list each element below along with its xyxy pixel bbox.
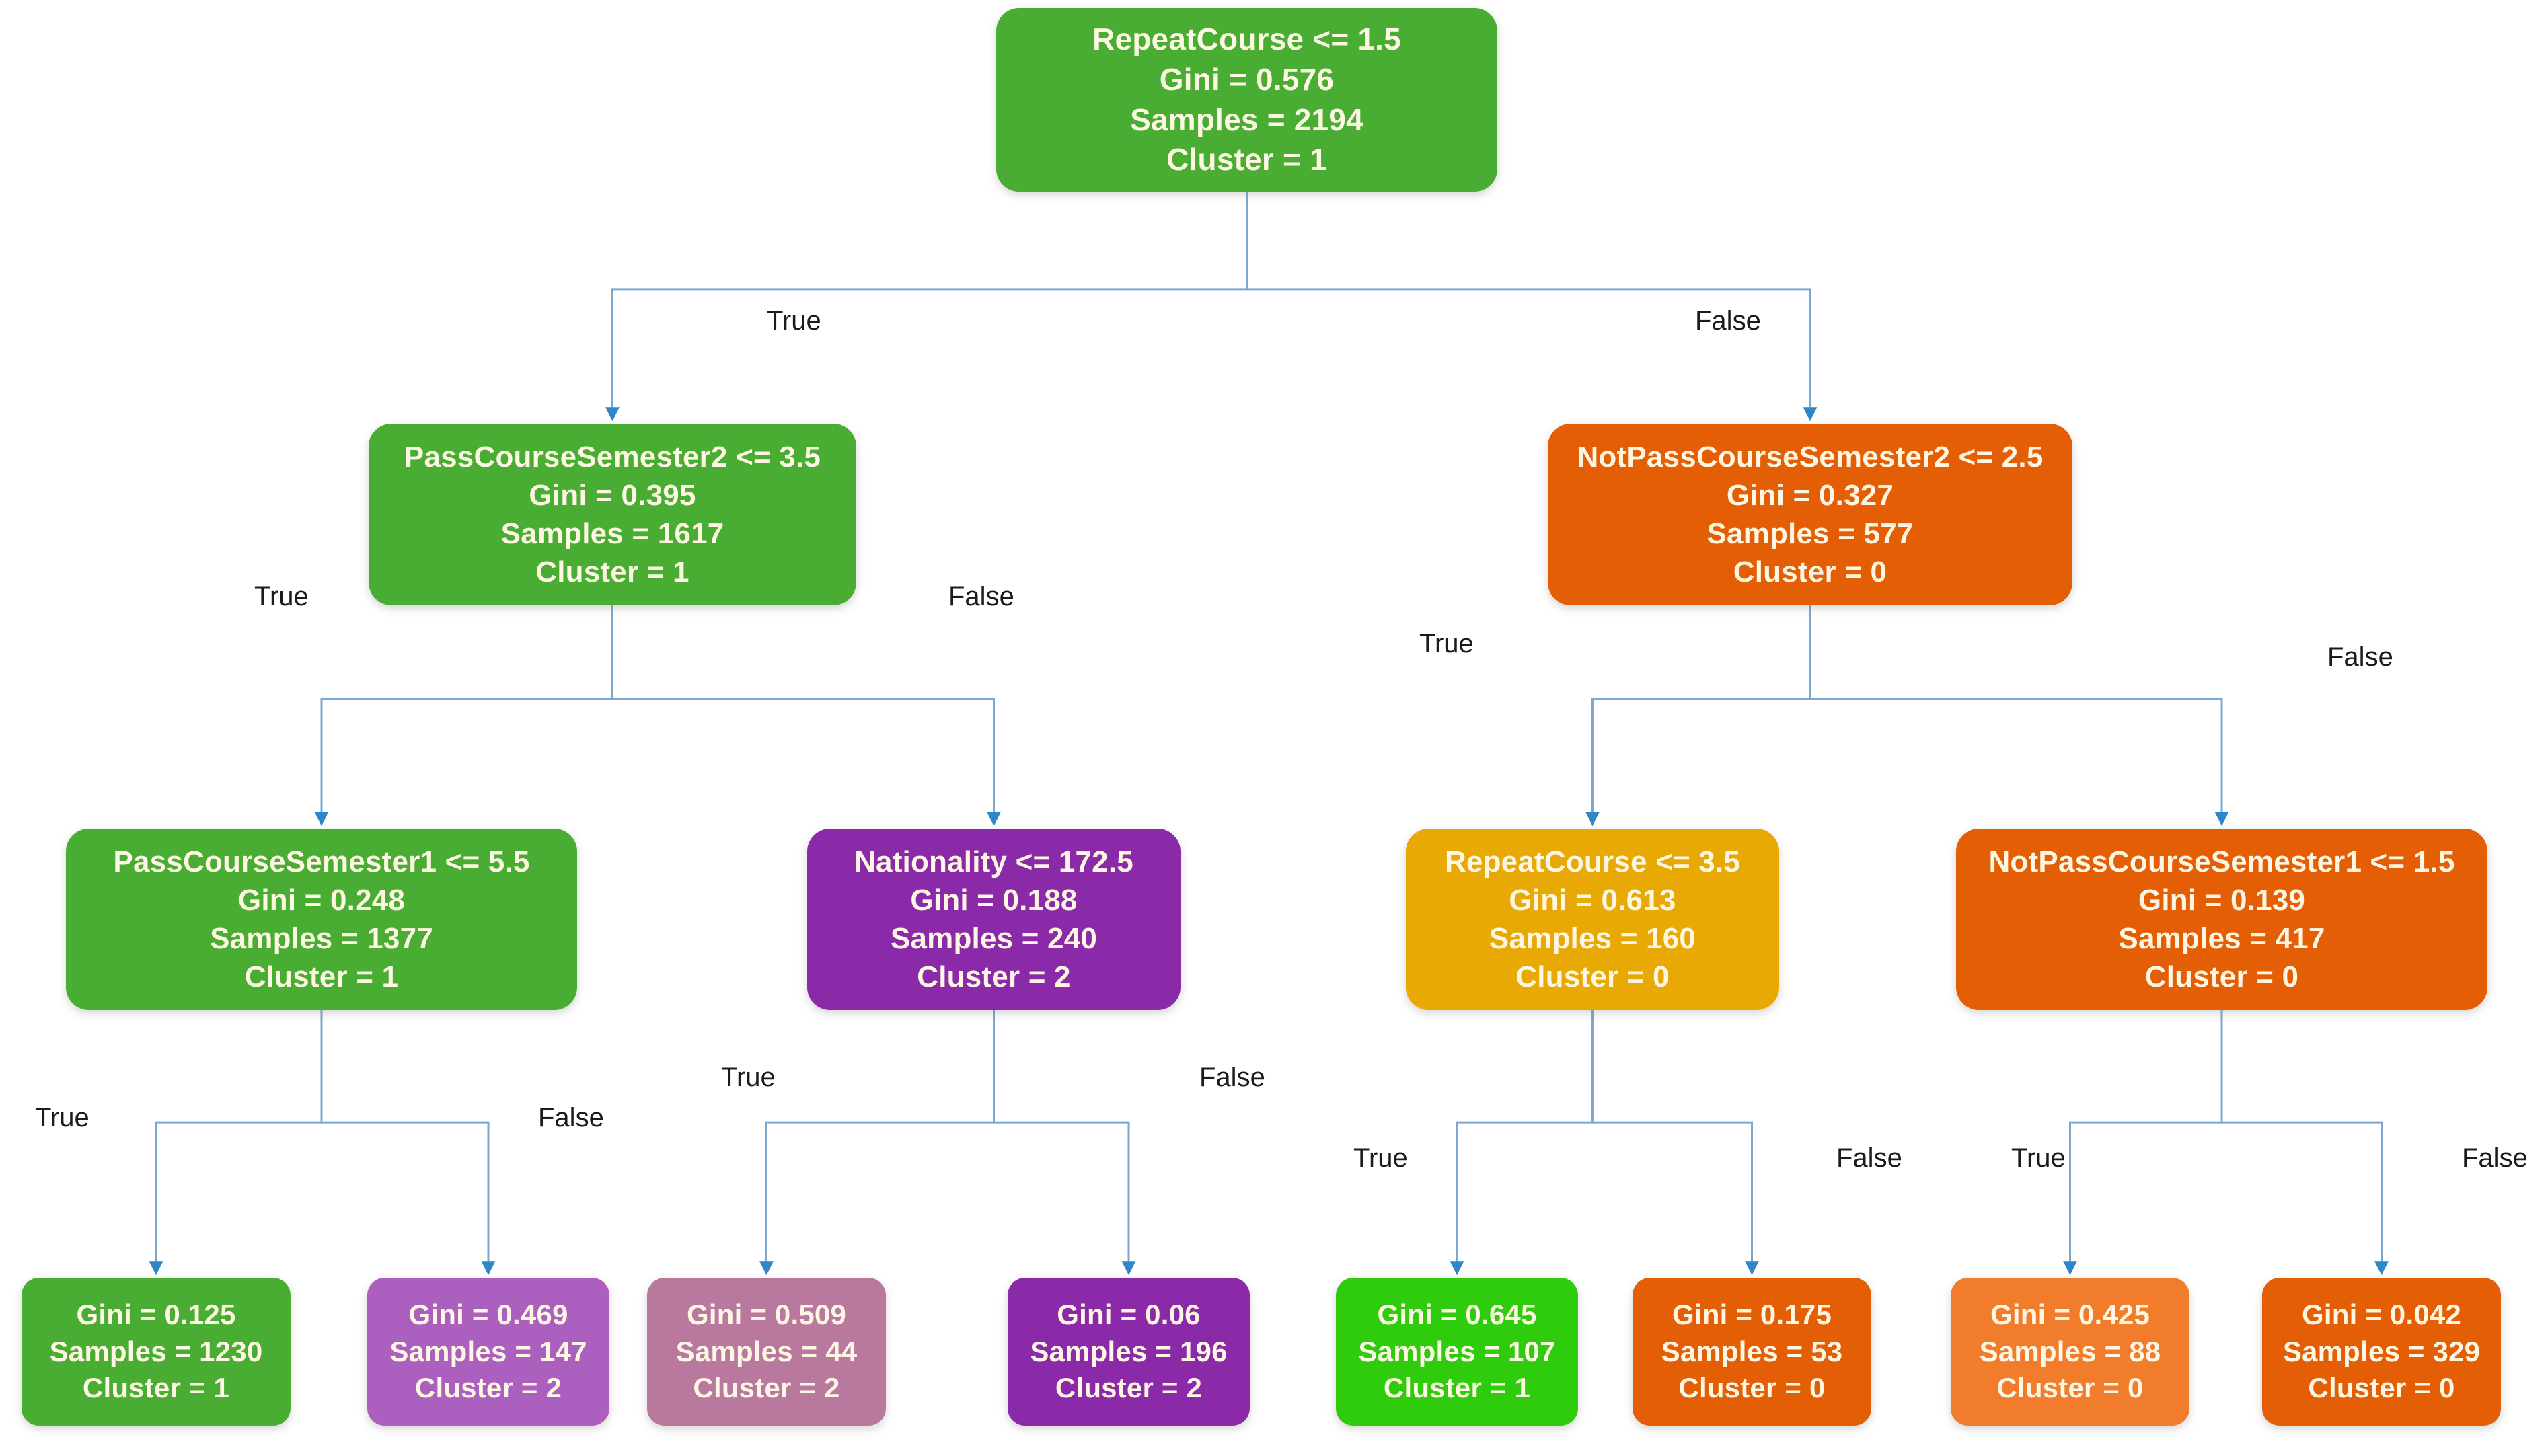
edge-label-true: True xyxy=(254,582,309,611)
node-gini: Gini = 0.248 xyxy=(237,883,406,917)
node-samples: Samples = 329 xyxy=(2282,1335,2481,1367)
node-condition: NotPassCourseSemester1 <= 1.5 xyxy=(1988,845,2455,878)
node-condition: PassCourseSemester1 <= 5.5 xyxy=(113,845,530,878)
tree-edge xyxy=(605,192,1248,422)
node-gini: Gini = 0.042 xyxy=(2301,1299,2462,1331)
node-gini: Gini = 0.188 xyxy=(910,883,1078,917)
tree-edge xyxy=(314,605,613,827)
tree-edge xyxy=(1585,605,1811,827)
node-gini: Gini = 0.125 xyxy=(76,1299,236,1331)
edge-label-true: True xyxy=(721,1063,776,1092)
node-condition: Nationality <= 172.5 xyxy=(854,845,1133,878)
tree-edge xyxy=(993,1010,1136,1276)
node-condition: NotPassCourseSemester2 <= 2.5 xyxy=(1577,440,2044,473)
node-condition: RepeatCourse <= 1.5 xyxy=(1092,21,1401,56)
node-cluster: Cluster = 2 xyxy=(1055,1372,1203,1404)
node-cluster: Cluster = 0 xyxy=(1733,555,1887,589)
node-samples: Samples = 1230 xyxy=(49,1335,263,1367)
node-samples: Samples = 147 xyxy=(389,1335,587,1367)
node-cluster: Cluster = 0 xyxy=(2144,960,2299,994)
node-gini: Gini = 0.576 xyxy=(1159,61,1335,97)
node-samples: Samples = 1617 xyxy=(500,517,724,550)
node-gini: Gini = 0.425 xyxy=(1990,1299,2150,1331)
node-samples: Samples = 577 xyxy=(1707,517,1914,550)
node-cluster: Cluster = 1 xyxy=(82,1372,230,1404)
node-samples: Samples = 196 xyxy=(1030,1335,1228,1367)
node-gini: Gini = 0.613 xyxy=(1509,883,1676,917)
tree-edge xyxy=(611,605,1001,827)
edge-label-false: False xyxy=(1695,306,1761,336)
tree-edge xyxy=(320,1010,496,1276)
node-cluster: Cluster = 1 xyxy=(1383,1372,1531,1404)
node-condition: RepeatCourse <= 3.5 xyxy=(1444,845,1741,878)
node-gini: Gini = 0.469 xyxy=(408,1299,568,1331)
node-cluster: Cluster = 2 xyxy=(917,960,1071,994)
tree-edge xyxy=(759,1010,995,1276)
tree-edge xyxy=(1246,192,1818,422)
node-gini: Gini = 0.327 xyxy=(1726,478,1894,512)
edge-label-true: True xyxy=(767,306,821,336)
node-gini: Gini = 0.139 xyxy=(2138,883,2306,917)
node-cluster: Cluster = 0 xyxy=(1515,960,1670,994)
node-samples: Samples = 2194 xyxy=(1130,102,1363,137)
node-cluster: Cluster = 0 xyxy=(1678,1372,1826,1404)
tree-edge xyxy=(2220,1010,2389,1276)
node-gini: Gini = 0.06 xyxy=(1057,1299,1201,1331)
node-cluster: Cluster = 1 xyxy=(244,960,399,994)
node-samples: Samples = 417 xyxy=(2118,922,2325,955)
node-cluster: Cluster = 0 xyxy=(2308,1372,2455,1404)
node-gini: Gini = 0.395 xyxy=(529,478,696,512)
edge-label-true: True xyxy=(35,1103,89,1133)
tree-edge xyxy=(1591,1010,1759,1276)
node-samples: Samples = 107 xyxy=(1358,1335,1556,1367)
tree-edge xyxy=(149,1010,323,1276)
node-samples: Samples = 1377 xyxy=(210,922,433,955)
node-samples: Samples = 240 xyxy=(890,922,1098,955)
edge-label-false: False xyxy=(2327,642,2393,672)
node-cluster: Cluster = 2 xyxy=(693,1372,840,1404)
edge-label-true: True xyxy=(1419,629,1474,658)
node-samples: Samples = 160 xyxy=(1489,922,1696,955)
edge-label-false: False xyxy=(538,1103,604,1133)
edge-label-false: False xyxy=(948,582,1014,611)
tree-edge xyxy=(1450,1010,1594,1276)
node-samples: Samples = 44 xyxy=(675,1335,858,1367)
tree-edge xyxy=(1809,605,2229,827)
node-gini: Gini = 0.645 xyxy=(1377,1299,1537,1331)
node-gini: Gini = 0.175 xyxy=(1672,1299,1832,1331)
edge-label-false: False xyxy=(1836,1143,1902,1173)
node-gini: Gini = 0.509 xyxy=(686,1299,847,1331)
edge-label-true: True xyxy=(2011,1143,2066,1173)
edge-label-true: True xyxy=(1353,1143,1408,1173)
node-cluster: Cluster = 1 xyxy=(1166,142,1327,178)
node-samples: Samples = 53 xyxy=(1661,1335,1843,1367)
node-cluster: Cluster = 0 xyxy=(1996,1372,2144,1404)
node-samples: Samples = 88 xyxy=(1979,1335,2161,1367)
node-cluster: Cluster = 1 xyxy=(535,555,689,589)
edge-label-false: False xyxy=(2462,1143,2528,1173)
node-cluster: Cluster = 2 xyxy=(414,1372,562,1404)
tree-edge xyxy=(2063,1010,2223,1276)
node-condition: PassCourseSemester2 <= 3.5 xyxy=(404,440,821,473)
edge-label-false: False xyxy=(1199,1063,1265,1092)
